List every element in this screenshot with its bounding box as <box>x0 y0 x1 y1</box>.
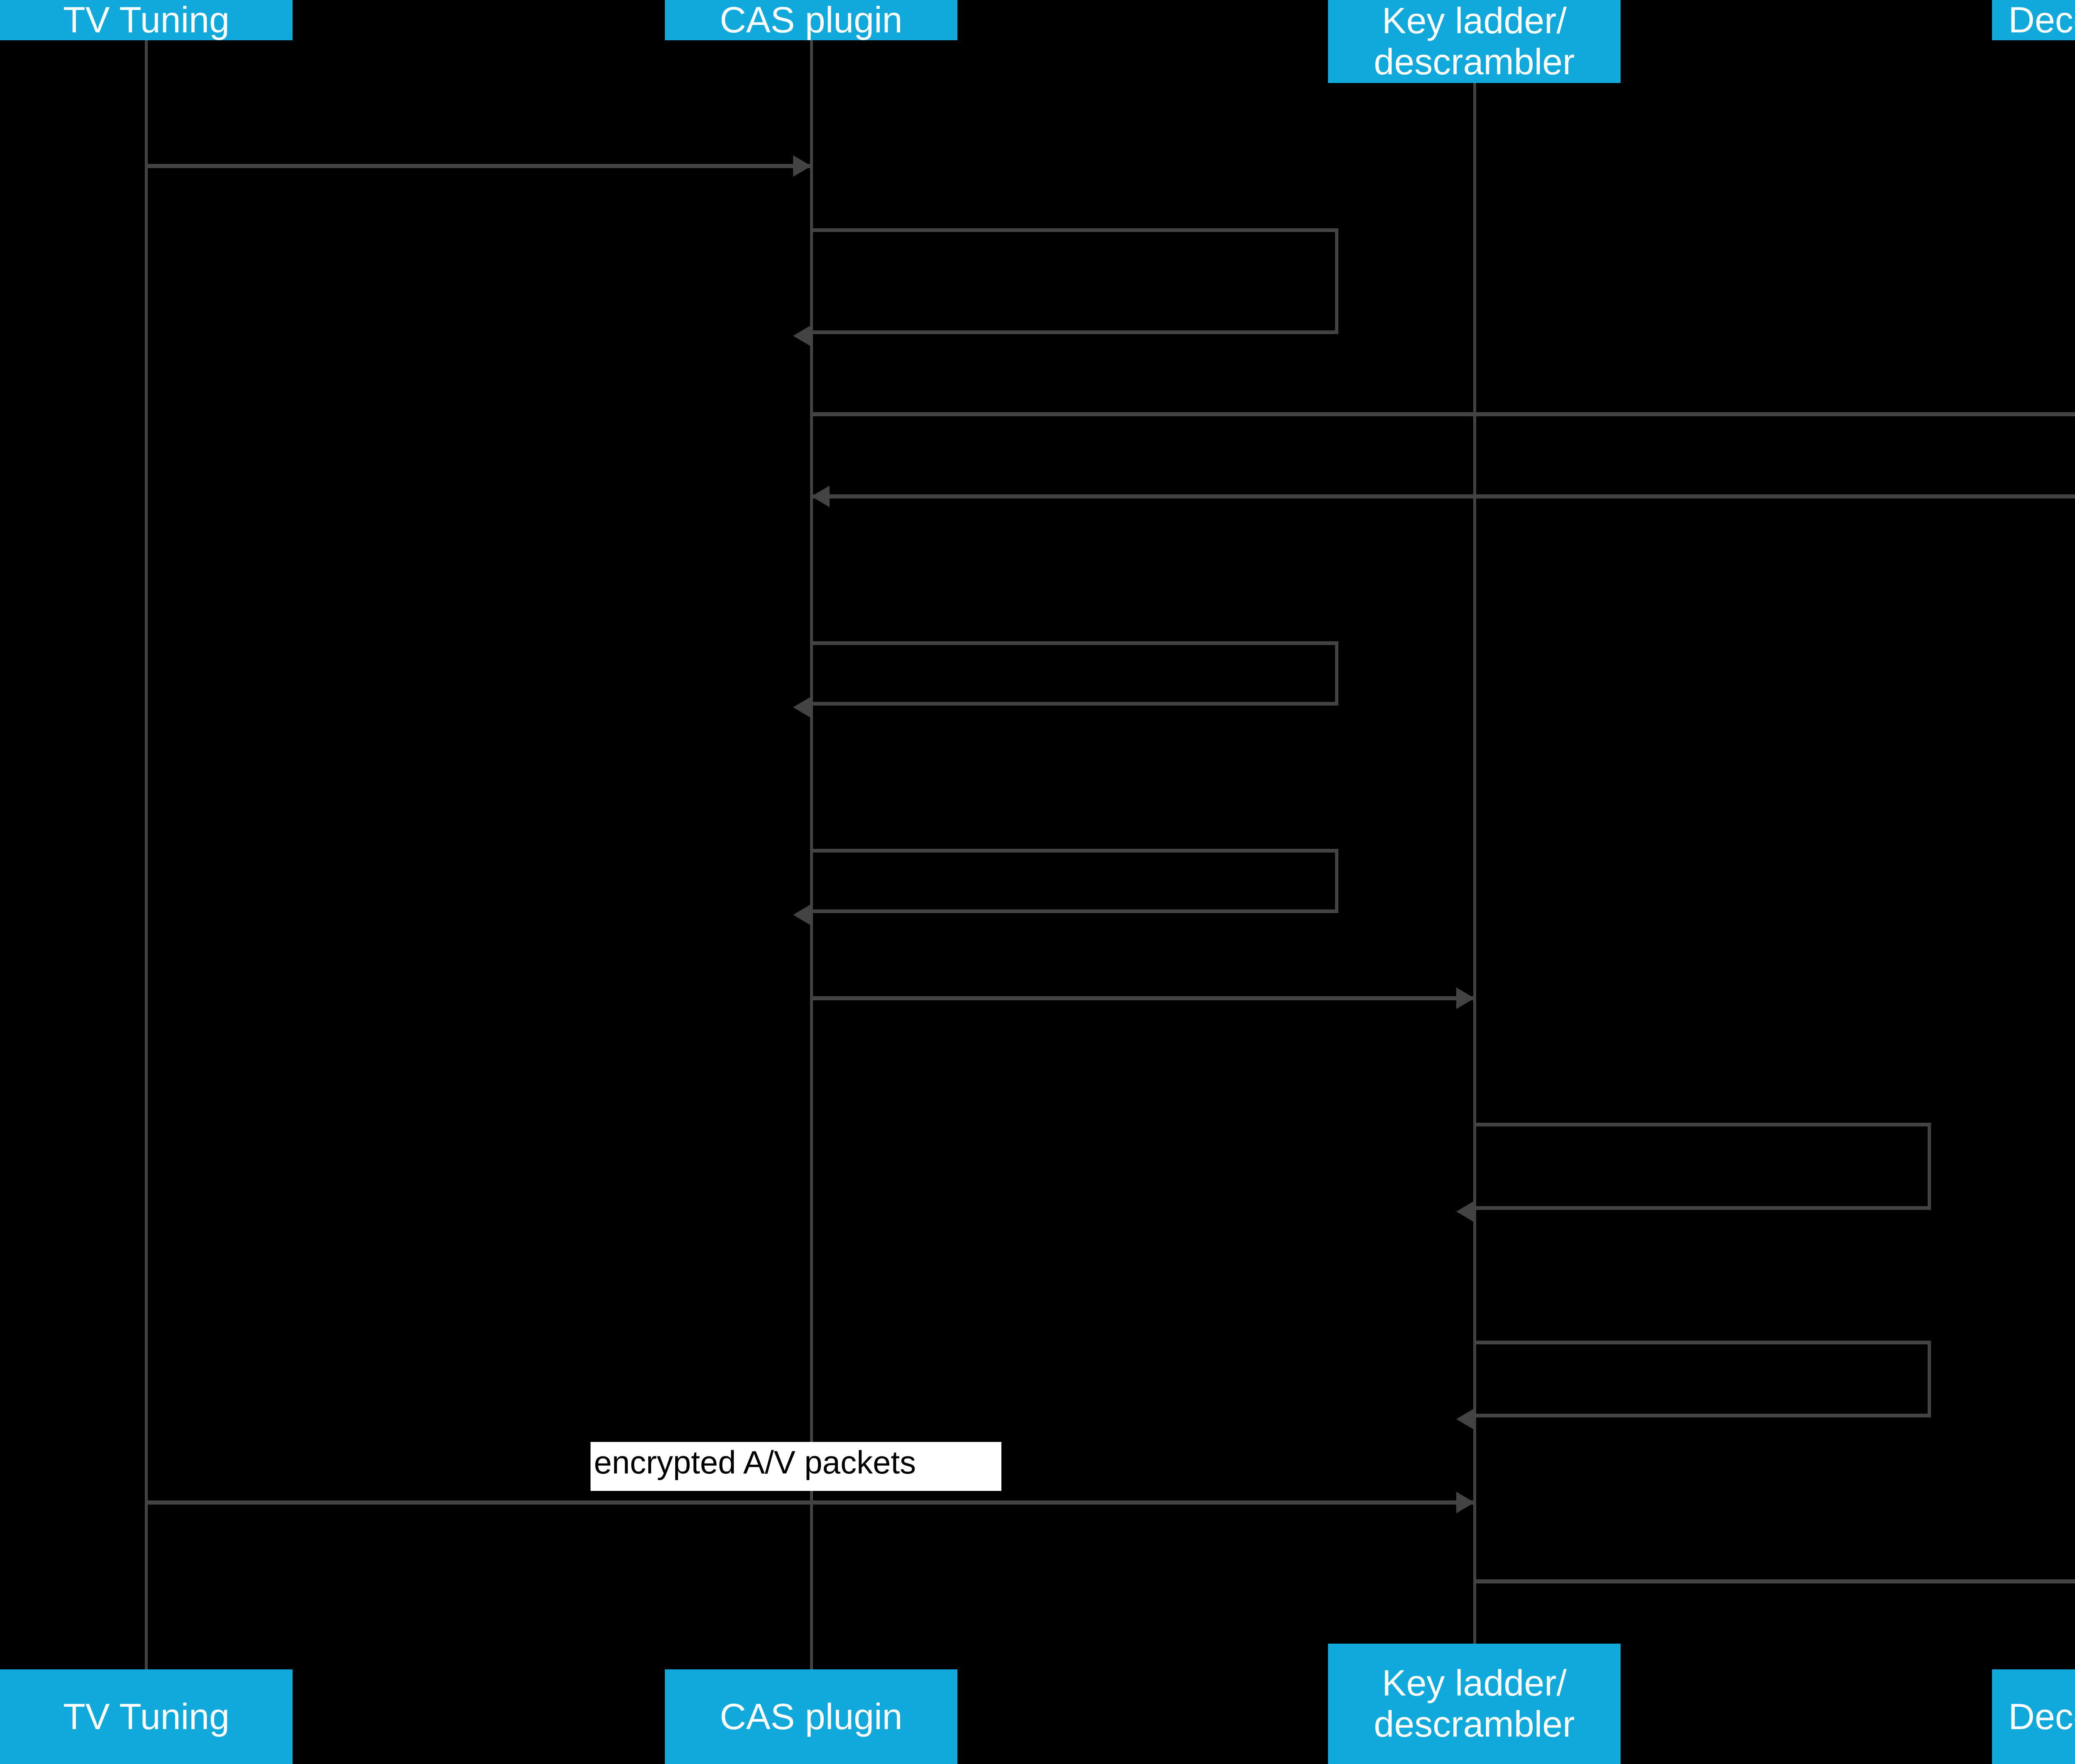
participant-header-decode[interactable]: Decode, display <box>1992 0 2075 40</box>
self-call-return-arrowhead <box>1456 1201 1474 1222</box>
message-arrowhead-m4 <box>1456 987 1474 1009</box>
participant-footer-keylad[interactable]: Key ladder/ descrambler <box>1328 1644 1621 1764</box>
self-call-return-arrowhead <box>793 696 811 718</box>
self-call-return-arrowhead <box>793 904 811 926</box>
lifeline-tv <box>145 40 148 1669</box>
self-call-keylad-5 <box>1474 1341 1931 1417</box>
message-line-m5 <box>146 1500 1474 1505</box>
self-call-cas-3 <box>811 849 1338 913</box>
participant-footer-tv[interactable]: TV Tuning <box>0 1669 293 1764</box>
message-arrowhead-m1 <box>793 155 811 177</box>
participant-header-cas[interactable]: CAS plugin <box>665 0 957 40</box>
participant-header-tv[interactable]: TV Tuning <box>0 0 293 40</box>
lifeline-keylad <box>1473 83 1476 1644</box>
message-line-m3 <box>811 494 2075 498</box>
participant-footer-cas[interactable]: CAS plugin <box>665 1669 957 1764</box>
message-label-m5: encrypted A/V packets <box>591 1442 1001 1491</box>
self-call-return-arrowhead <box>1456 1408 1474 1430</box>
lifeline-cas <box>810 40 813 1669</box>
participant-footer-decode[interactable]: Decode, display <box>1992 1669 2075 1764</box>
message-line-m4 <box>811 996 1474 1000</box>
message-arrowhead-m5 <box>1456 1492 1474 1513</box>
message-line-m6 <box>1474 1579 2075 1583</box>
message-line-m1 <box>146 164 811 168</box>
self-call-cas-1 <box>811 228 1338 334</box>
message-arrowhead-m3 <box>811 486 830 507</box>
self-call-return-arrowhead <box>793 325 811 347</box>
self-call-cas-2 <box>811 641 1338 706</box>
message-line-m2 <box>811 412 2075 416</box>
self-call-keylad-4 <box>1474 1123 1931 1210</box>
participant-header-keylad[interactable]: Key ladder/ descrambler <box>1328 0 1621 83</box>
